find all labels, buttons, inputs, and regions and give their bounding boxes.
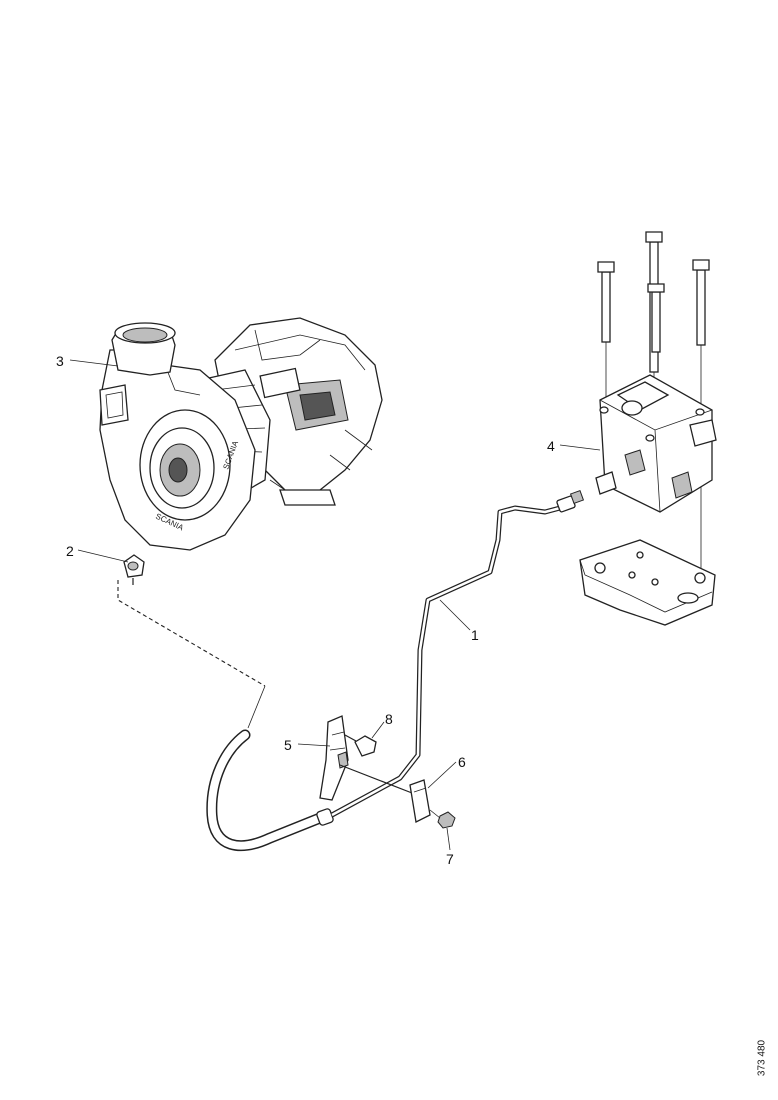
bracket-part-5 bbox=[319, 715, 413, 801]
callout-5: 5 bbox=[284, 737, 292, 753]
fitting-part-2 bbox=[123, 554, 145, 585]
nut-part-7 bbox=[429, 809, 456, 829]
callout-1: 1 bbox=[471, 627, 479, 643]
figure-id-text: 373 480 bbox=[756, 1039, 768, 1077]
callout-8: 8 bbox=[385, 711, 393, 727]
valve-block bbox=[595, 231, 717, 570]
figure-id: 373 480 bbox=[752, 1018, 772, 1098]
callout-4: 4 bbox=[547, 438, 555, 454]
pipe-part-1 bbox=[330, 489, 585, 818]
callout-7: 7 bbox=[446, 851, 454, 867]
callout-2: 2 bbox=[66, 543, 74, 559]
mounting-plate bbox=[579, 539, 716, 626]
bolt-part-8 bbox=[344, 734, 377, 757]
clamp-part-6 bbox=[409, 779, 431, 823]
turbocharger: SCANIA SCANIA bbox=[99, 317, 383, 551]
hose bbox=[206, 685, 334, 851]
callout-3: 3 bbox=[56, 353, 64, 369]
leader-lines bbox=[69, 359, 601, 851]
assembly-path-dashed bbox=[117, 580, 266, 687]
callout-6: 6 bbox=[458, 754, 466, 770]
